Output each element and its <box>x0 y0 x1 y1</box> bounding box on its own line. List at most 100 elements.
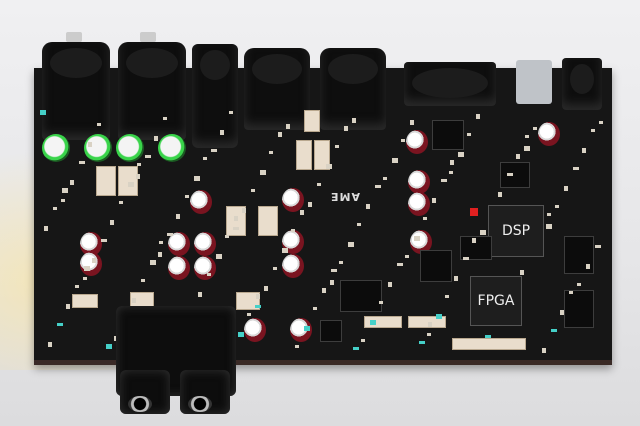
smd-component <box>154 136 158 141</box>
smd-component <box>564 186 568 191</box>
xlr-latch <box>66 32 82 42</box>
smd-component <box>450 160 454 165</box>
capacitor <box>194 256 216 280</box>
smd-component <box>485 335 491 338</box>
smd-component <box>295 345 299 348</box>
smd-component <box>291 229 295 232</box>
smd-component <box>419 341 425 344</box>
smd-component <box>313 307 317 310</box>
header-block <box>72 294 98 308</box>
smd-component <box>203 157 207 160</box>
smd-component <box>92 258 96 263</box>
smd-component <box>410 120 414 125</box>
power-jack <box>562 58 602 110</box>
smd-component <box>595 245 601 248</box>
smd-component <box>542 348 546 353</box>
smd-component <box>136 174 140 179</box>
smd-component <box>507 173 513 176</box>
smd-component <box>150 260 156 265</box>
smd-component <box>242 208 246 213</box>
smd-component <box>591 129 595 132</box>
ic-chip <box>460 236 492 260</box>
smd-component <box>304 326 310 331</box>
smd-component <box>106 344 112 349</box>
smd-component <box>141 279 145 282</box>
header-block <box>96 166 116 196</box>
capacitor <box>80 252 102 276</box>
ribbon-connector <box>408 316 446 328</box>
ic-chip <box>564 290 594 328</box>
smd-component <box>516 154 520 159</box>
ic-chip <box>500 162 530 188</box>
smd-component <box>441 179 447 182</box>
smd-component <box>176 214 180 219</box>
smd-component <box>348 242 354 247</box>
capacitor <box>168 232 190 256</box>
smd-component <box>547 213 551 216</box>
smd-component <box>379 301 383 304</box>
smd-component <box>445 295 449 298</box>
smd-component <box>326 164 332 169</box>
smd-component <box>273 267 277 270</box>
header-block <box>296 140 312 170</box>
header-block <box>258 206 278 236</box>
smd-component <box>207 273 211 276</box>
smd-component <box>132 298 136 303</box>
smd-component <box>432 198 436 203</box>
smd-component <box>88 142 92 147</box>
smd-component <box>467 133 471 136</box>
smd-component <box>560 310 564 315</box>
smd-component <box>234 216 238 221</box>
smd-component <box>308 202 312 207</box>
capacitor <box>290 318 312 342</box>
smd-component <box>53 207 57 210</box>
smd-component <box>278 132 282 137</box>
smd-component <box>520 270 524 275</box>
smd-component <box>331 269 337 272</box>
smd-component <box>344 126 348 131</box>
db9-connector <box>404 62 496 106</box>
smd-component <box>498 192 502 197</box>
smd-component <box>388 282 392 287</box>
capacitor <box>282 188 304 212</box>
fpga-chip: FPGA <box>470 276 522 326</box>
smd-component <box>260 170 266 175</box>
smd-component <box>70 180 74 185</box>
capacitor-green <box>116 134 144 162</box>
capacitor-green <box>84 134 112 162</box>
smd-component <box>463 257 469 260</box>
smd-component <box>119 201 123 204</box>
smd-component <box>282 248 288 253</box>
smd-component <box>353 347 359 350</box>
smd-component <box>44 226 48 231</box>
smd-component <box>145 155 151 158</box>
capacitor <box>282 254 304 278</box>
capacitor <box>408 192 430 216</box>
header-block <box>236 292 260 310</box>
smd-component <box>335 145 339 148</box>
smd-component <box>97 123 101 126</box>
smd-component <box>211 149 217 152</box>
smd-component <box>525 135 529 138</box>
smd-component <box>75 285 79 288</box>
smd-component <box>427 333 431 336</box>
smd-component <box>79 161 85 164</box>
ic-chip <box>340 280 382 312</box>
capacitor <box>80 232 102 256</box>
smd-component <box>546 224 552 229</box>
smd-component <box>185 195 189 198</box>
smd-component <box>128 182 134 187</box>
smd-component <box>357 223 361 226</box>
status-led <box>470 208 478 216</box>
smd-component <box>62 188 68 193</box>
capacitor <box>168 256 190 280</box>
header-block <box>118 166 138 196</box>
capacitor-green <box>42 134 70 162</box>
smd-component <box>361 339 365 342</box>
smd-component <box>66 304 70 309</box>
smd-component <box>194 176 200 181</box>
xlr-connector-2 <box>118 42 186 140</box>
ribbon-connector <box>364 316 402 328</box>
smd-component <box>251 189 255 192</box>
smd-component <box>83 277 87 280</box>
